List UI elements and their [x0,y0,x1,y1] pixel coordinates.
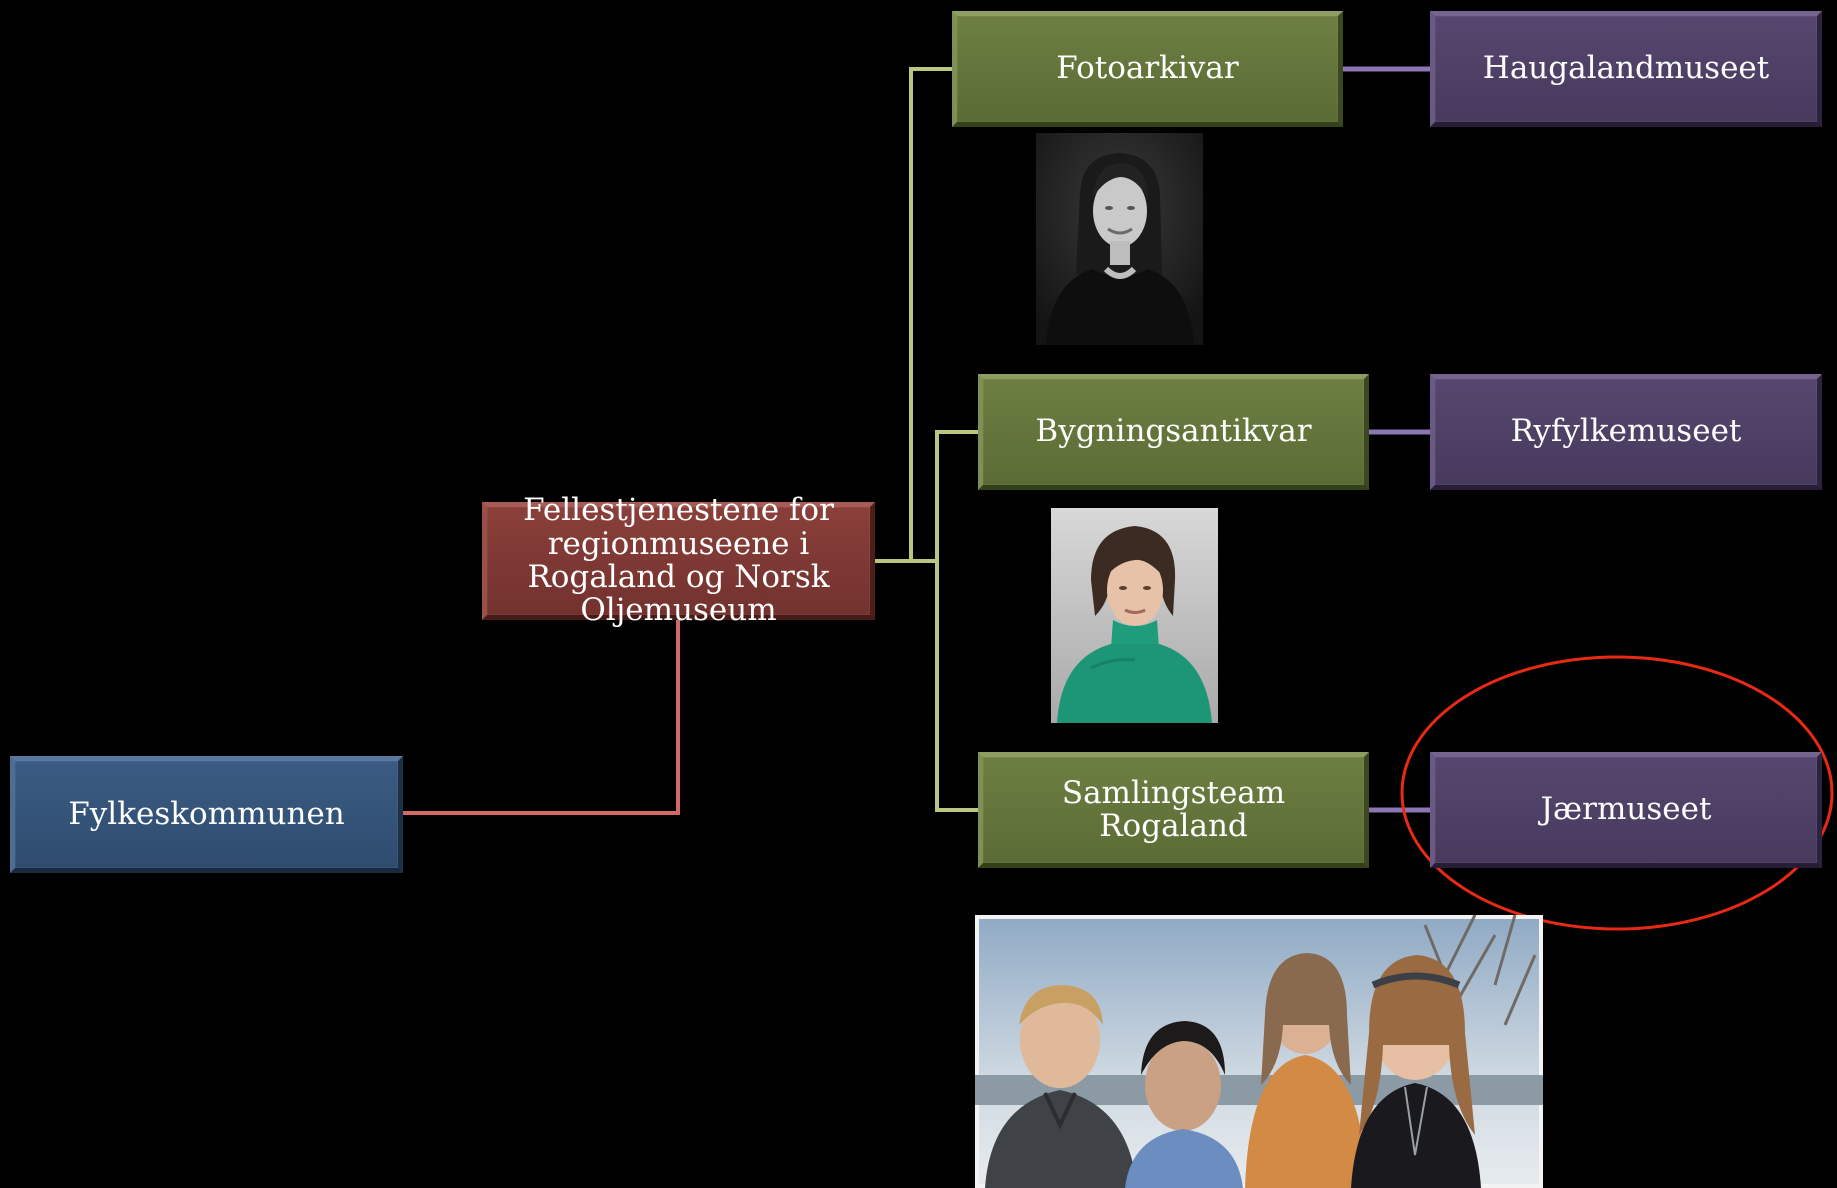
connector-fellestjenestene-samlingsteam [935,561,978,812]
team-group-photo [975,915,1543,1188]
node-samlingsteam[interactable]: Samlingsteam Rogaland [978,752,1369,868]
connector-fylkeskommunen-fellestjenestene [403,620,680,815]
node-fellestjenestene[interactable]: Fellestjenestene for regionmuseene i Rog… [482,493,875,627]
node-fotoarkivar[interactable]: Fotoarkivar [952,11,1343,127]
node-ryfylkemuseet[interactable]: Ryfylkemuseet [1430,374,1822,490]
node-fotoarkivar-label: Fotoarkivar [1056,50,1239,87]
node-fellestjenestene-label: Fellestjenestene for regionmuseene i Rog… [523,492,834,629]
node-ryfylkemuseet-label: Ryfylkemuseet [1510,413,1742,450]
node-fylkeskommunen[interactable]: Fylkeskommunen [10,756,403,873]
connector-fellestjenestene-bygningsantikvar [911,430,978,563]
node-jaermuseet-label: Jærmuseet [1540,791,1712,828]
node-samlingsteam-label: Samlingsteam Rogaland [1061,774,1286,844]
node-jaermuseet[interactable]: Jærmuseet [1430,752,1822,868]
node-fylkeskommunen-label: Fylkeskommunen [68,795,345,832]
highlight-ellipse [1400,655,1834,931]
node-haugalandmuseet[interactable]: Haugalandmuseet [1430,11,1822,127]
connector-fellestjenestene-fotoarkivar [875,67,952,563]
node-bygningsantikvar[interactable]: Bygningsantikvar [978,374,1369,490]
node-bygningsantikvar-label: Bygningsantikvar [1035,413,1312,450]
node-haugalandmuseet-label: Haugalandmuseet [1482,50,1770,87]
woman-green-sweater-photo [1051,508,1218,723]
woman-portrait-photo [1036,133,1203,345]
